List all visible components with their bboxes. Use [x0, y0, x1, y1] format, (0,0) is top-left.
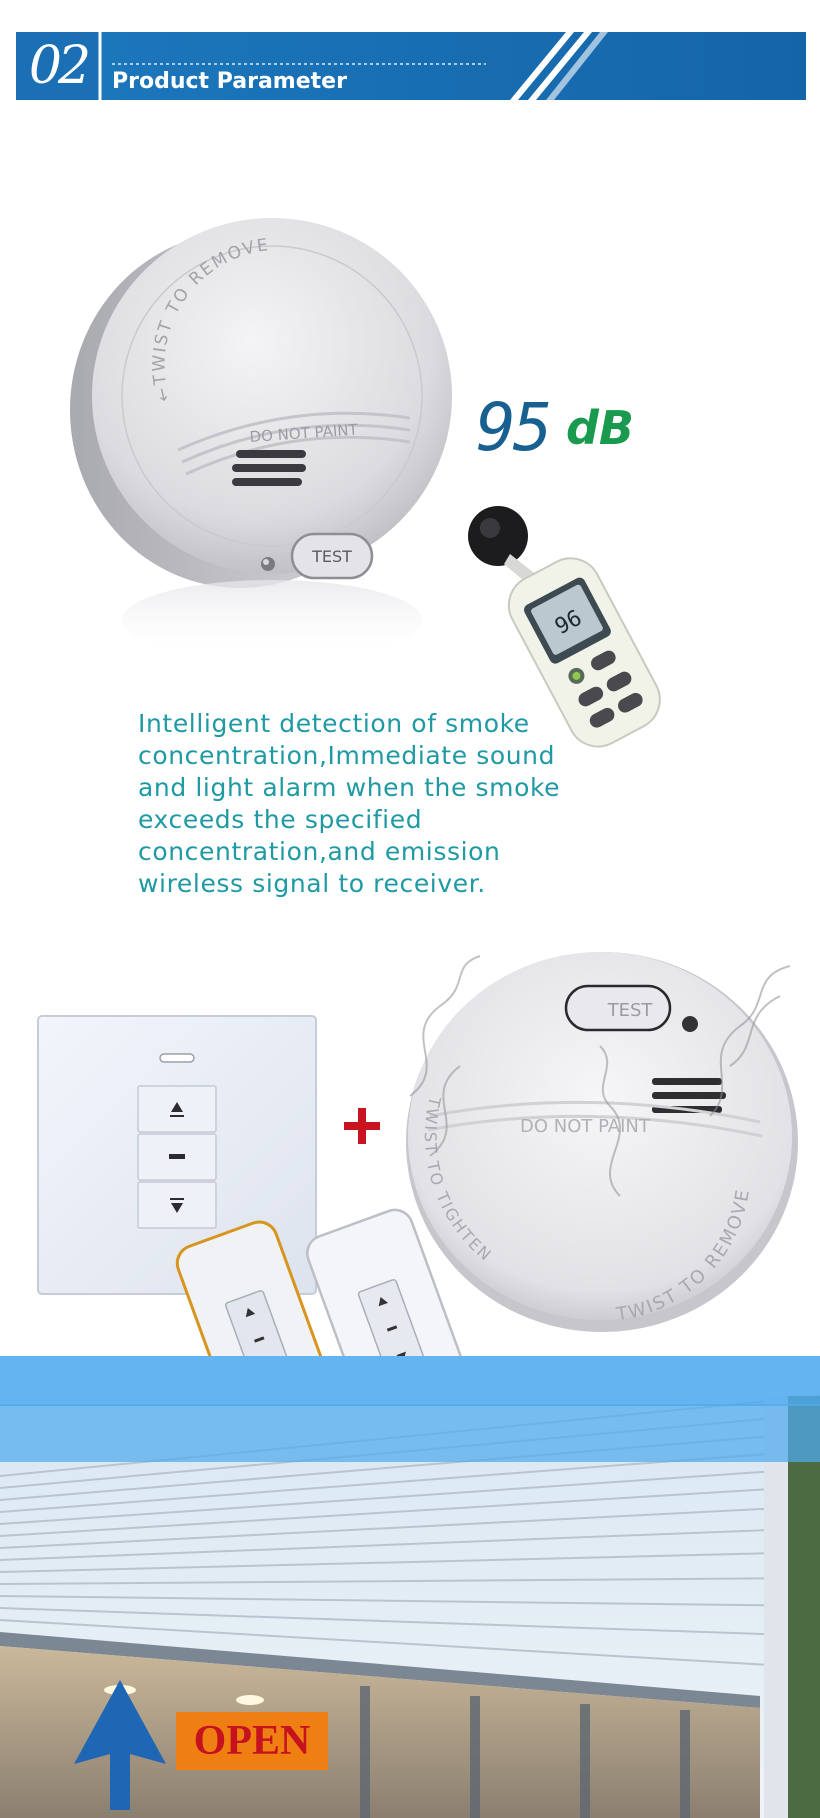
header-banner — [16, 32, 806, 100]
plus-icon — [344, 1108, 380, 1144]
overlay-band-top — [0, 1356, 820, 1406]
sound-level-unit: dB — [566, 401, 634, 455]
test-button-label: TEST — [311, 547, 352, 566]
open-label-box — [176, 1712, 328, 1770]
smoke-wisps — [409, 955, 791, 1197]
section-number: 02 — [28, 36, 91, 96]
test-button-label-bottom: TEST — [607, 1000, 654, 1021]
open-label: OPEN — [193, 1718, 311, 1764]
up-arrow-icon — [74, 1680, 166, 1810]
product-description: Intelligent detection of smoke concentra… — [138, 709, 561, 898]
section-title: Product Parameter — [112, 69, 347, 94]
smoke-detector-top-image: ←TWIST TO REMOVE DO NOT PAINT TEST — [70, 218, 452, 660]
overlay-band-bottom — [0, 1404, 820, 1462]
sound-level-value: 95 — [476, 389, 553, 466]
sound-level-meter-image: 96 — [468, 506, 661, 748]
smoke-detector-bottom-image: TEST DO NOT PAINT TWIST TO REMOVE TWIST … — [406, 952, 798, 1332]
do-not-paint-label-bottom: DO NOT PAINT — [520, 1116, 651, 1137]
